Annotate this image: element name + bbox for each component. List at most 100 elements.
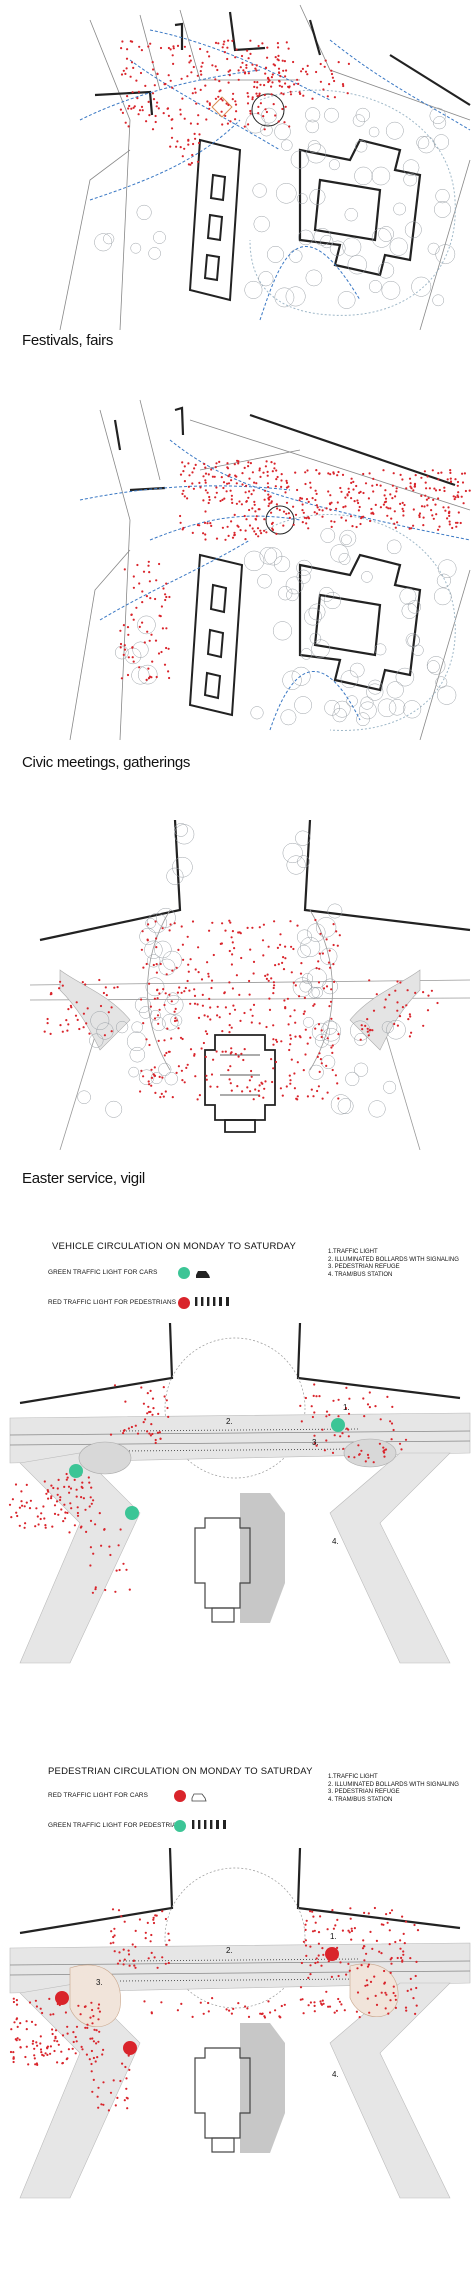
person-dot — [314, 489, 317, 492]
person-dot — [66, 2032, 69, 2035]
person-dot — [304, 471, 307, 474]
person-dot — [250, 1021, 253, 1024]
person-dot — [383, 1451, 386, 1454]
person-dot — [16, 2037, 19, 2040]
person-dot — [266, 474, 269, 477]
person-dot — [367, 497, 370, 500]
person-dot — [460, 495, 463, 498]
person-dot — [109, 1433, 113, 1436]
person-dot — [268, 502, 271, 505]
person-dot — [135, 606, 138, 609]
tree-icon — [337, 291, 356, 309]
person-dot — [163, 1395, 166, 1398]
person-dot — [374, 503, 377, 506]
person-dot — [171, 1096, 174, 1099]
person-dot — [280, 2004, 283, 2008]
person-dot — [287, 512, 290, 515]
person-dot — [169, 145, 172, 148]
person-dot — [253, 80, 256, 84]
person-dot — [250, 1069, 253, 1073]
person-dot — [180, 991, 183, 994]
person-dot — [254, 518, 258, 521]
person-dot — [289, 1037, 292, 1040]
person-dot — [71, 2047, 74, 2050]
person-dot — [412, 524, 415, 527]
person-dot — [230, 498, 233, 501]
person-dot — [165, 973, 168, 976]
person-dot — [39, 2035, 42, 2038]
person-dot — [408, 1035, 411, 1038]
person-dot — [154, 1438, 157, 1442]
person-dot — [288, 516, 291, 519]
person-dot — [305, 1954, 308, 1957]
person-dot — [300, 1420, 303, 1423]
tree-icon — [154, 940, 172, 959]
person-dot — [237, 462, 240, 465]
person-dot — [384, 489, 387, 492]
person-dot — [142, 1022, 145, 1025]
person-dot — [301, 521, 304, 524]
person-dot — [281, 59, 284, 62]
person-dot — [271, 470, 274, 473]
person-dot — [46, 2053, 49, 2056]
person-dot — [228, 919, 231, 922]
person-dot — [234, 56, 237, 59]
person-dot — [109, 1942, 112, 1945]
person-dot — [348, 1397, 351, 1400]
person-dot — [199, 47, 202, 51]
person-dot — [81, 1481, 84, 1484]
tree-icon — [289, 249, 303, 263]
person-dot — [300, 962, 303, 965]
person-dot — [296, 488, 299, 492]
person-dot — [247, 461, 250, 464]
person-dot — [121, 40, 124, 43]
person-dot — [141, 590, 144, 593]
person-dot — [201, 993, 204, 996]
person-dot — [180, 1069, 183, 1072]
person-dot — [151, 128, 155, 131]
person-dot — [387, 2012, 390, 2015]
person-dot — [405, 487, 408, 490]
person-dot — [186, 75, 189, 78]
civic-plan-panel: Civic meetings, gatherings — [0, 390, 474, 785]
tree-icon — [294, 696, 312, 714]
person-dot — [200, 1047, 203, 1050]
person-dot — [285, 481, 289, 484]
person-dot — [154, 1091, 157, 1094]
person-dot — [270, 977, 273, 980]
person-dot — [276, 475, 279, 479]
person-dot — [193, 1002, 197, 1005]
person-dot — [129, 40, 132, 43]
person-dot — [68, 1491, 71, 1494]
person-dot — [167, 46, 170, 50]
person-dot — [136, 1432, 140, 1435]
person-dot — [127, 1427, 130, 1430]
person-dot — [275, 1038, 278, 1041]
person-dot — [196, 1003, 199, 1006]
tree-icon — [374, 643, 387, 656]
person-dot — [158, 614, 161, 617]
person-dot — [327, 1960, 330, 1963]
person-dot — [408, 477, 412, 480]
person-dot — [120, 1915, 123, 1918]
person-dot — [345, 1386, 348, 1389]
person-dot — [390, 517, 393, 520]
pedestrian-flow-lines — [79, 439, 471, 731]
person-dot — [75, 1495, 78, 1498]
person-dot — [196, 1098, 199, 1101]
person-dot — [393, 1022, 396, 1026]
person-dot — [248, 1079, 251, 1082]
person-dot — [257, 44, 260, 48]
person-dot — [415, 1960, 418, 1963]
tree-icon — [355, 140, 368, 153]
person-dot — [306, 1042, 309, 1045]
person-dot — [273, 64, 277, 67]
person-dot — [157, 652, 161, 655]
person-dot — [140, 1386, 143, 1389]
person-dot — [206, 1032, 209, 1035]
person-dot — [382, 469, 385, 472]
person-dot — [141, 601, 144, 604]
person-dot — [389, 1999, 392, 2002]
tree-icon — [412, 644, 424, 656]
person-dot — [208, 997, 211, 1000]
